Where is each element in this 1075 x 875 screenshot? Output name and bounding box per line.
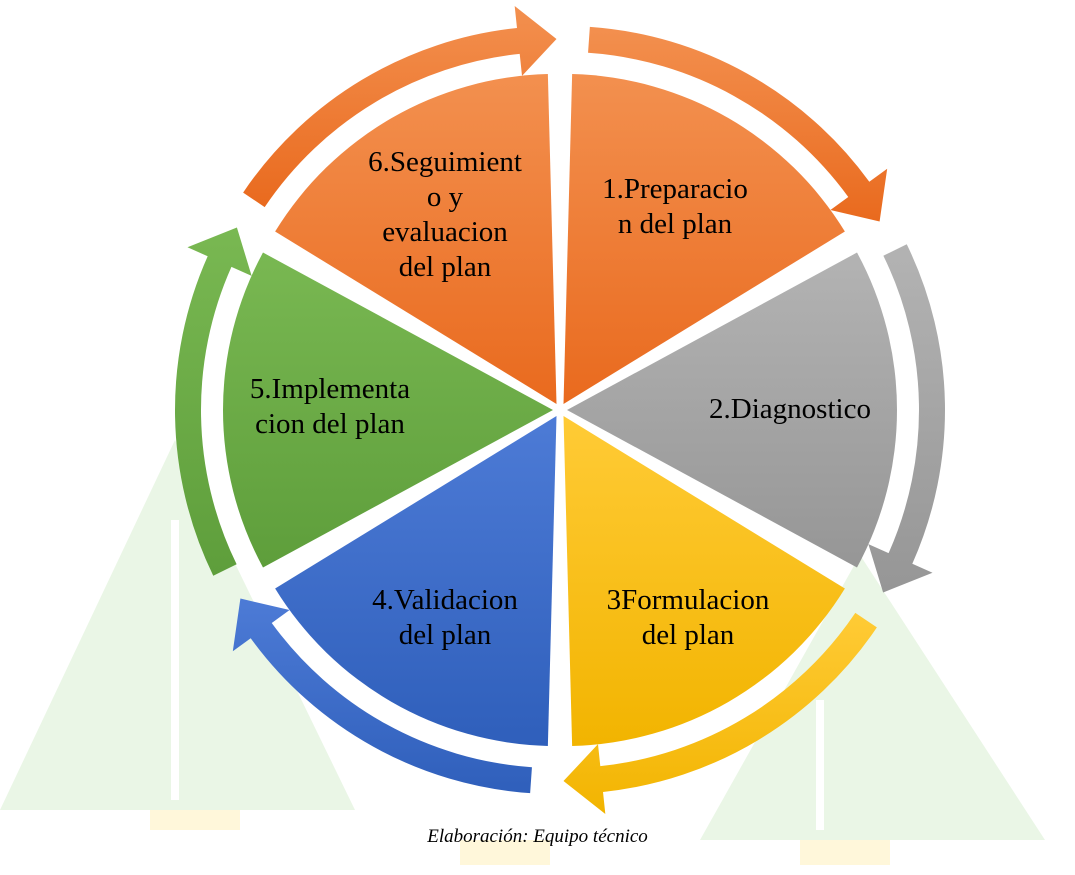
step-1-label: 1.Preparacio n del plan	[602, 173, 748, 240]
step-4-segment	[275, 416, 557, 746]
step-5-label: 5.Implementa cion del plan	[249, 373, 411, 440]
step-4-label: 4.Validacion del plan	[372, 584, 518, 651]
step-3-segment	[563, 416, 845, 746]
step-5-segment	[223, 252, 553, 568]
step-5-arrow	[175, 227, 252, 576]
step-2-segment	[567, 252, 897, 568]
step-1-segment	[563, 74, 845, 404]
step-2-arrow	[868, 244, 945, 593]
figure-caption: Elaboración: Equipo técnico	[427, 826, 648, 847]
step-4-arrow	[232, 598, 532, 794]
step-6-segment	[275, 74, 557, 404]
step-3-arrow	[563, 612, 877, 814]
step-6-label: 6.Seguimient o y evaluacion del plan	[368, 146, 522, 283]
step-3-label: 3Formulacion del plan	[606, 584, 770, 651]
step-2-label: 2.Diagnostico	[709, 393, 871, 425]
step-1-arrow	[588, 26, 888, 222]
step-6-arrow	[243, 6, 557, 208]
